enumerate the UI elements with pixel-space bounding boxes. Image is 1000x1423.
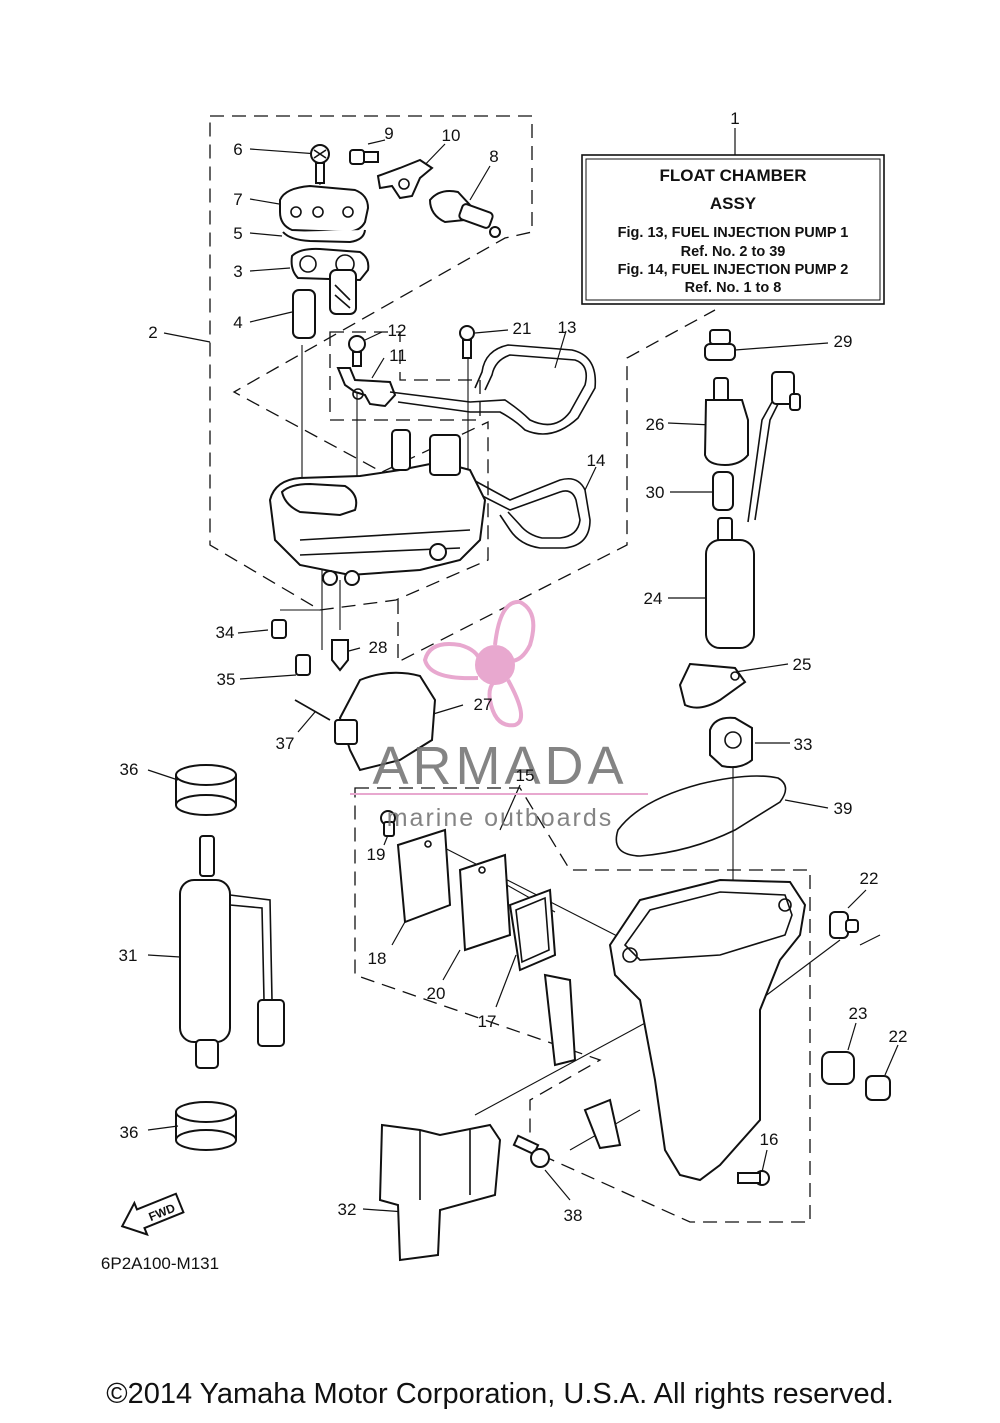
callout-21: 21 <box>513 319 532 338</box>
part-23-damper <box>821 1051 855 1085</box>
callout-20: 20 <box>427 984 446 1003</box>
callout-26: 26 <box>646 415 665 434</box>
callout-3: 3 <box>233 262 242 281</box>
part-21-screw <box>459 325 475 359</box>
part-25-regulator <box>678 662 747 709</box>
part-22b-grommet <box>865 1075 891 1101</box>
assembly-ref-line4: Ref. No. 1 to 8 <box>685 280 782 296</box>
callout-10: 10 <box>442 126 461 145</box>
assembly-reference-box: FLOAT CHAMBER ASSY Fig. 13, FUEL INJECTI… <box>581 128 885 305</box>
armada-watermark: ARMADA marine outboards <box>350 599 648 832</box>
callout-37: 37 <box>276 734 295 753</box>
callout-15: 15 <box>516 766 535 785</box>
callout-16: 16 <box>760 1130 779 1149</box>
callout-23: 23 <box>849 1004 868 1023</box>
part-9-screw <box>349 149 379 165</box>
copyright-notice: ©2014 Yamaha Motor Corporation, U.S.A. A… <box>106 1378 894 1410</box>
callout-1: 1 <box>730 109 739 128</box>
part-24-fuel-pump <box>705 371 801 649</box>
part-14-fuel-hose <box>454 469 591 549</box>
part-34-screw <box>271 619 287 639</box>
watermark-brand: ARMADA <box>372 736 627 796</box>
part-20-plate <box>458 853 512 952</box>
callout-22-upper: 22 <box>860 869 879 888</box>
callout-12: 12 <box>388 321 407 340</box>
part-2-pump-housing <box>268 429 487 586</box>
part-30-filter <box>712 471 734 511</box>
part-11-hose-joint <box>336 367 397 408</box>
phantom-outlines <box>209 115 811 1223</box>
assembly-title-line2: ASSY <box>710 194 757 213</box>
part-8-sensor <box>428 190 501 238</box>
part-31-fuel-pump <box>179 835 285 1069</box>
callout-32: 32 <box>338 1200 357 1219</box>
callout-7: 7 <box>233 190 242 209</box>
callout-13: 13 <box>558 318 577 337</box>
callout-36-lower: 36 <box>120 1123 139 1142</box>
callout-6: 6 <box>233 140 242 159</box>
callout-5: 5 <box>233 224 242 243</box>
part-29-grommet <box>704 329 736 361</box>
part-4-filter <box>292 269 357 339</box>
part-15-float-chamber <box>543 878 807 1182</box>
assembly-ref-line2: Ref. No. 2 to 39 <box>681 244 786 260</box>
callout-24: 24 <box>644 589 663 608</box>
part-33-holder <box>709 716 753 769</box>
callout-8: 8 <box>489 147 498 166</box>
part-35-screw <box>295 654 311 676</box>
callout-33: 33 <box>794 735 813 754</box>
callout-9: 9 <box>384 124 393 143</box>
callout-39: 39 <box>834 799 853 818</box>
watermark-tagline: marine outboards <box>387 804 614 832</box>
fwd-arrow-icon: FWD <box>120 1192 185 1237</box>
part-19-screw <box>380 810 396 837</box>
callout-4: 4 <box>233 313 242 332</box>
part-38-bolt <box>512 1134 550 1168</box>
callout-28: 28 <box>369 638 388 657</box>
callout-38: 38 <box>564 1206 583 1225</box>
callout-35: 35 <box>217 670 236 689</box>
part-28-plug <box>331 639 349 672</box>
callout-36-upper: 36 <box>120 760 139 779</box>
drawing-code: 6P2A100-M131 <box>101 1254 219 1273</box>
callout-22-lower: 22 <box>889 1027 908 1046</box>
callout-27: 27 <box>474 695 493 714</box>
part-37-pin <box>294 699 331 721</box>
part-18-plate <box>396 828 452 924</box>
part-26-cover <box>703 377 749 467</box>
part-16-screw <box>737 1170 770 1186</box>
callout-18: 18 <box>368 949 387 968</box>
part-10-bracket <box>376 158 434 200</box>
assembly-title-line1: FLOAT CHAMBER <box>660 166 807 185</box>
part-17-gasket <box>508 888 557 972</box>
part-12-screw <box>348 335 366 367</box>
callout-labels: 1 2 3 4 5 6 7 8 9 10 11 12 13 14 15 16 1… <box>119 109 908 1225</box>
part-32-bracket <box>378 1123 502 1262</box>
part-36b-seal <box>175 1101 237 1151</box>
part-39-gasket <box>615 775 787 857</box>
callout-19: 19 <box>367 845 386 864</box>
part-22a-grommet <box>829 911 859 939</box>
propeller-logo-icon <box>422 599 536 728</box>
part-13-fuel-hose <box>389 344 597 435</box>
part-7-cover <box>279 184 370 234</box>
callout-30: 30 <box>646 483 665 502</box>
callout-14: 14 <box>587 451 606 470</box>
part-6-screw <box>310 144 330 184</box>
callout-34: 34 <box>216 623 235 642</box>
assembly-ref-line1: Fig. 13, FUEL INJECTION PUMP 1 <box>618 225 849 241</box>
callout-31: 31 <box>119 946 138 965</box>
callout-29: 29 <box>834 332 853 351</box>
assembly-ref-line3: Fig. 14, FUEL INJECTION PUMP 2 <box>618 262 849 278</box>
part-5-gasket <box>282 229 366 244</box>
callout-17: 17 <box>478 1012 497 1031</box>
callout-25: 25 <box>793 655 812 674</box>
callout-11: 11 <box>389 346 407 365</box>
callout-2: 2 <box>148 323 157 342</box>
part-36a-seal <box>175 764 237 816</box>
part-27-cover <box>334 671 437 772</box>
